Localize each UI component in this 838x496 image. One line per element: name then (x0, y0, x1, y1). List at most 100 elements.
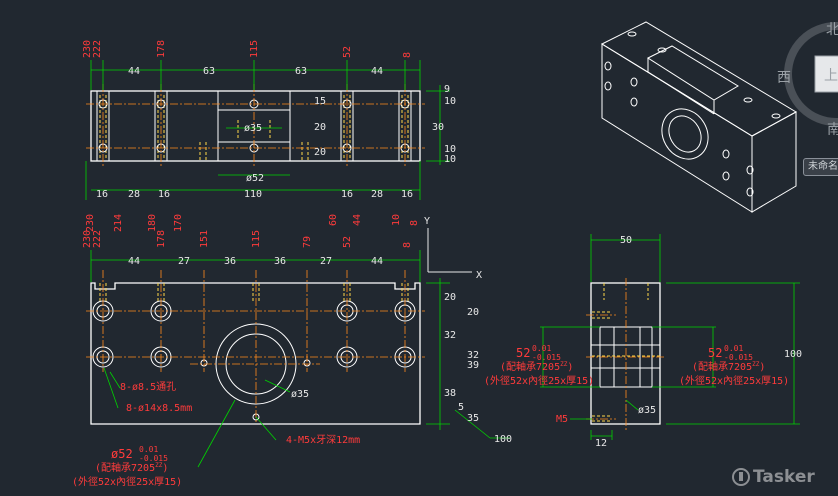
bearing-model-sup: ZZ (155, 462, 163, 469)
front-view-outline (90, 282, 421, 425)
side-left-tol-upper: 0.01 (532, 344, 551, 353)
dim-line (109, 371, 121, 389)
iso-top-face (600, 21, 798, 137)
dim-text: ø35 (244, 123, 262, 134)
bearing-model-text: (配軸承7205 (95, 461, 155, 474)
side-right-model-close: ) (759, 362, 765, 373)
unnamed-view-label[interactable]: 未命名 (803, 158, 838, 176)
code: 8 (402, 242, 413, 248)
code: 8 (402, 52, 413, 58)
dim-line (255, 416, 277, 441)
viewcube-face-label: 上 (824, 68, 838, 84)
top-view-hidden-lines (99, 95, 409, 161)
ucs-icon (427, 228, 472, 273)
code: 44 (352, 214, 363, 226)
side-right-tol-upper: 0.01 (724, 344, 743, 353)
code: 178 (156, 230, 167, 248)
viewcube-south[interactable]: 南 (827, 122, 838, 138)
dim-text: 10 (444, 144, 456, 155)
counterbore-note: 8-ø14x8.5mm (126, 403, 192, 414)
dim-text: 16 (158, 189, 170, 200)
dim-text: 20 (314, 147, 326, 158)
dim-text: 20 (467, 307, 479, 318)
dim-line (197, 399, 236, 468)
code: 8 (409, 220, 420, 226)
dim-text: 39 (467, 360, 479, 371)
code: 151 (199, 230, 210, 248)
iso-pocket (646, 45, 739, 101)
side-view-centerlines (586, 278, 666, 430)
iso-hole (627, 31, 637, 37)
code: 52 (342, 236, 353, 248)
iso-hole (722, 149, 730, 159)
dim-text: 32 (444, 330, 456, 341)
dim-text: 110 (244, 189, 262, 200)
side-right-dia: 52 (708, 346, 722, 360)
top-view-centerlines (86, 84, 425, 166)
front-view-centerlines (86, 270, 425, 424)
code: 10 (391, 214, 402, 226)
iso-hole (746, 187, 754, 197)
thread-note: 4-M5x牙深12mm (286, 434, 360, 446)
side-thread-label: M5 (556, 414, 568, 425)
iso-hole (657, 47, 667, 53)
viewcube-face[interactable] (814, 55, 838, 93)
iso-hole (743, 97, 753, 103)
iso-hole (630, 77, 638, 87)
dim-line (103, 367, 119, 409)
bearing-model: (配軸承7205ZZ) (95, 461, 168, 474)
iso-holes (604, 31, 781, 197)
side-view-hidden-lines (592, 283, 660, 422)
front-view-hidden-lines (99, 283, 409, 302)
iso-bore-inner (668, 115, 702, 153)
dim-text: 5 (458, 402, 464, 413)
code: 230 (82, 230, 93, 248)
iso-hole (630, 97, 638, 107)
side-bottom-dim: 12 (595, 438, 607, 449)
viewcube-west[interactable]: 西 (777, 70, 791, 86)
bearing-model-close: ) (162, 463, 168, 474)
front-view-dimensions (90, 250, 510, 468)
side-right-spec: (外徑52x內徑25x厚15) (679, 374, 789, 387)
front-view-labels: 230 222 178 151 115 79 52 8 44 27 36 36 … (72, 216, 512, 488)
dim-text: 44 (371, 256, 383, 267)
code: 230 (82, 40, 93, 58)
side-right-model-sup: ZZ (752, 361, 760, 368)
viewcube-north[interactable]: 北 (826, 22, 838, 38)
side-left-model-close: ) (567, 362, 573, 373)
dim-text: 35 (467, 413, 479, 424)
code: 230 (85, 214, 96, 232)
side-left-tol-lower: -0.015 (532, 353, 561, 362)
dim-text: 63 (295, 66, 307, 77)
code: 52 (342, 46, 353, 58)
tasker-logo-icon (732, 468, 750, 486)
side-right-model: (配軸承7205ZZ) (692, 360, 765, 373)
isometric-view (600, 21, 798, 213)
code: 214 (113, 214, 124, 232)
dim-text: 28 (371, 189, 383, 200)
dim-line (454, 409, 491, 439)
dim-text: 44 (128, 66, 140, 77)
iso-front-face (601, 43, 753, 213)
dim-text: ø35 (291, 389, 309, 400)
code: 60 (328, 214, 339, 226)
viewcube[interactable]: 上 北 西 南 (777, 22, 838, 138)
iso-hole (771, 113, 781, 119)
dim-text: 28 (128, 189, 140, 200)
watermark-text: Tasker (753, 467, 815, 487)
axis-x-label: X (476, 270, 482, 281)
dim-text: 9 (444, 84, 450, 95)
dim-text: 44 (128, 256, 140, 267)
viewcube-ring[interactable] (784, 22, 838, 126)
dim-line (264, 379, 291, 393)
side-view-dimensions (540, 234, 800, 440)
iso-hole (604, 81, 612, 91)
side-view: 50 100 52 0.01 -0.015 (配軸承7205ZZ) (外徑52x… (484, 234, 802, 449)
code: 170 (173, 214, 184, 232)
code: 180 (147, 214, 158, 232)
side-left-spec: (外徑52x內徑25x厚15) (484, 374, 594, 387)
tol-lower: -0.015 (139, 454, 168, 463)
dim-text: 20 (444, 292, 456, 303)
iso-hole (722, 171, 730, 181)
